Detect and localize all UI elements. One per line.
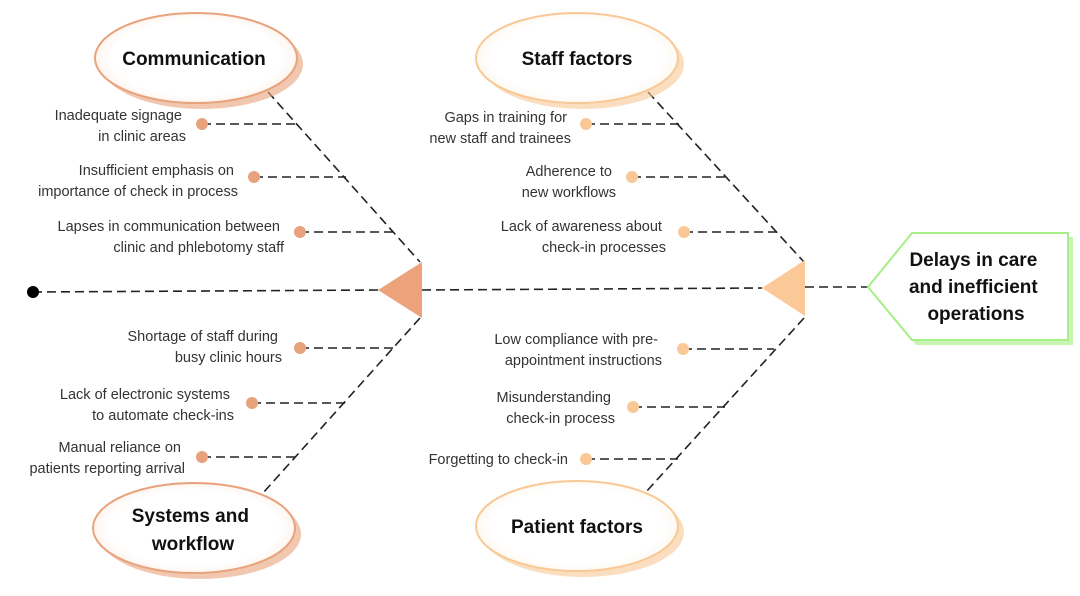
cause-staff-2: Adherence to new workflows xyxy=(522,164,616,201)
cause-dot xyxy=(294,226,306,238)
cause-systems-1: Shortage of staff during busy clinic hou… xyxy=(127,329,282,366)
bone-staff xyxy=(647,91,805,263)
category-systems: Systems and workflow xyxy=(92,482,301,579)
cause-dot xyxy=(627,401,639,413)
category-title-patient: Patient factors xyxy=(511,517,643,538)
spine-left xyxy=(32,289,381,293)
category-title-communication: Communication xyxy=(122,49,266,70)
cause-communication-3: Lapses in communication between clinic a… xyxy=(58,219,285,256)
cause-communication-1: Inadequate signage in clinic areas xyxy=(55,108,186,145)
bone-patient xyxy=(645,317,805,493)
cause-patient-3: Forgetting to check-in xyxy=(429,452,568,468)
cause-dot xyxy=(196,451,208,463)
bone-systems xyxy=(262,317,421,494)
category-title-staff: Staff factors xyxy=(522,49,633,70)
spine-start-dot xyxy=(27,286,39,298)
cause-dot xyxy=(626,171,638,183)
category-staff: Staff factors xyxy=(475,12,684,109)
cause-communication-2: Insufficient emphasis on importance of c… xyxy=(38,163,238,200)
cause-dot xyxy=(580,118,592,130)
cause-dot xyxy=(294,342,306,354)
cause-staff-3: Lack of awareness about check-in process… xyxy=(501,219,666,256)
cause-dot xyxy=(248,171,260,183)
category-title-systems: Systems and workflow xyxy=(132,506,255,555)
cause-dot xyxy=(678,226,690,238)
cause-dot xyxy=(196,118,208,130)
triangle-right xyxy=(762,260,805,316)
cause-dot xyxy=(246,397,258,409)
cause-patient-2: Misunderstanding check-in process xyxy=(497,390,616,427)
cause-dot xyxy=(677,343,689,355)
cause-staff-1: Gaps in training for new staff and train… xyxy=(429,110,571,147)
cause-dot xyxy=(580,453,592,465)
category-communication: Communication xyxy=(94,12,303,109)
category-patient: Patient factors xyxy=(475,480,684,577)
effect-box: Delays in care and inefficient operation… xyxy=(866,232,1073,345)
effect-label: Delays in care and inefficient operation… xyxy=(909,250,1043,325)
cause-systems-2: Lack of electronic systems to automate c… xyxy=(60,387,234,424)
spine-middle xyxy=(421,287,763,291)
cause-systems-3: Manual reliance on patients reporting ar… xyxy=(29,440,185,477)
cause-patient-1: Low compliance with pre- appointment ins… xyxy=(494,332,662,369)
triangle-left xyxy=(378,262,422,318)
